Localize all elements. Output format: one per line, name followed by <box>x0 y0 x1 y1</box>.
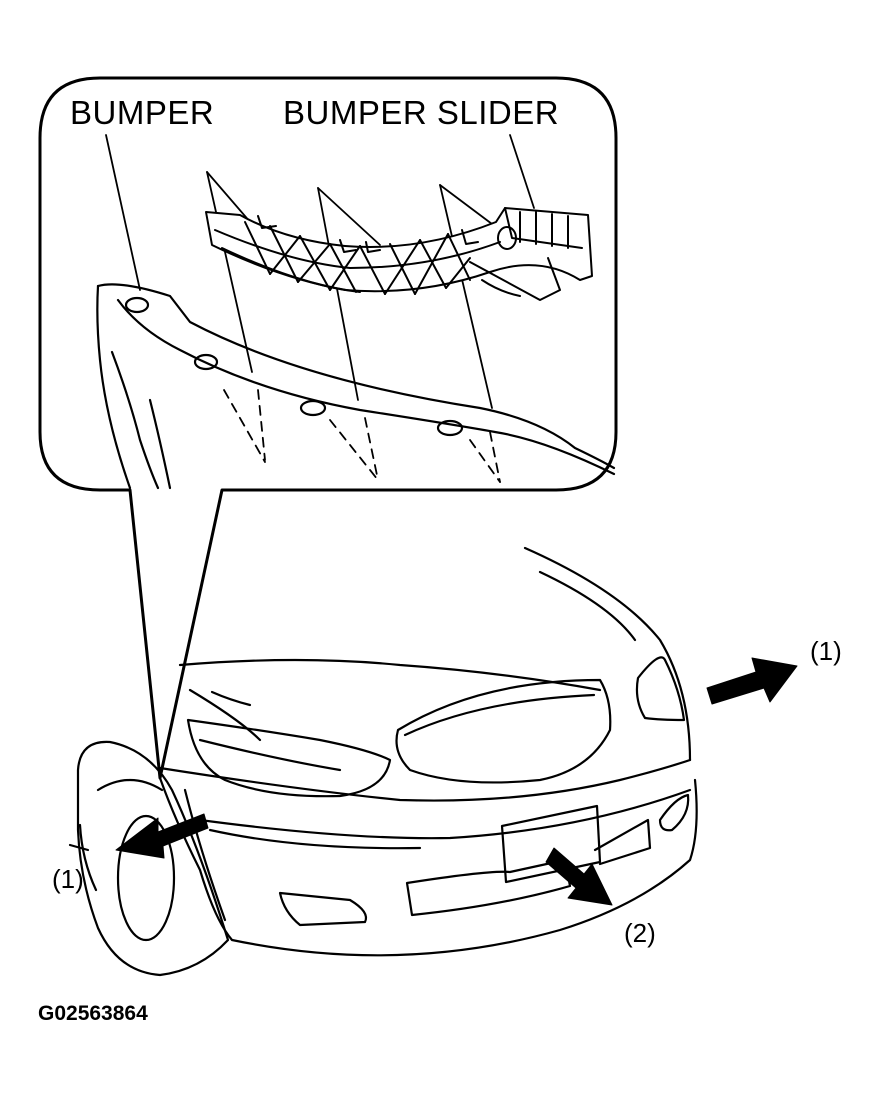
left-headlight <box>186 718 392 798</box>
callout-bubble <box>38 76 618 780</box>
step-1-label-right: (1) <box>810 636 842 666</box>
fog-lamp <box>278 891 368 927</box>
bumper-detail <box>96 134 616 490</box>
figure-code: G02563864 <box>38 1002 148 1025</box>
arrow-pull-right <box>706 657 798 705</box>
bumper-slider-part <box>205 207 593 301</box>
mounting-hole <box>436 419 464 437</box>
fog-lamp <box>658 793 690 832</box>
arrow-pull-down <box>545 847 613 906</box>
mounting-hole <box>193 353 219 371</box>
bumper-slider-label: BUMPER SLIDER <box>283 94 560 131</box>
front-wheel <box>76 740 230 977</box>
step-1-label-left: (1) <box>52 864 84 894</box>
right-headlight <box>635 656 686 722</box>
step-2-label: (2) <box>624 918 656 948</box>
bumper-label: BUMPER <box>70 94 215 131</box>
license-plate <box>500 804 602 884</box>
grille <box>395 678 612 784</box>
mounting-hole <box>299 399 327 417</box>
arrow-pull-left <box>115 813 209 859</box>
mounting-hole <box>124 296 150 314</box>
lower-grille <box>405 858 572 917</box>
car-front-illustration <box>68 546 698 977</box>
